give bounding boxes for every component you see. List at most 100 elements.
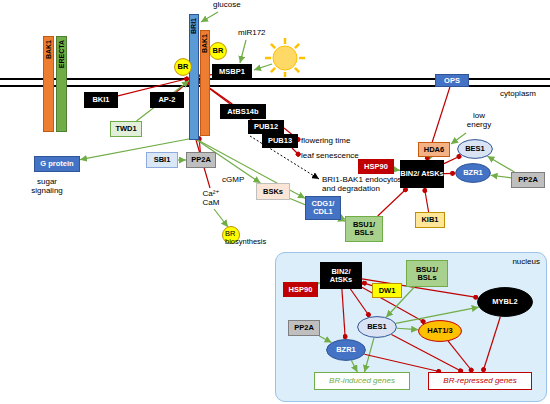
activation-arrow xyxy=(319,336,331,342)
sun-ray xyxy=(284,38,287,44)
inhibition-line xyxy=(444,173,455,174)
protein-ellipse: BZR1 xyxy=(455,163,491,183)
node-label: BR-induced genes xyxy=(329,377,395,385)
protein-ellipse: HAT1/3 xyxy=(418,320,462,342)
gene-box: BR-induced genes xyxy=(314,372,410,390)
activation-arrow xyxy=(136,81,189,121)
protein-box: MSBP1 xyxy=(212,64,252,80)
protein-box: BSU1/ BSLs xyxy=(345,216,383,242)
annotation-text: glucose xyxy=(213,1,253,10)
node-label: BSU1/ BSLs xyxy=(346,221,382,237)
node-label: PP2A xyxy=(191,156,211,164)
node-label: BAK1 xyxy=(201,34,208,53)
inhibition-line xyxy=(364,354,441,372)
node-label: BIN2/ AtSKs xyxy=(320,268,362,284)
protein-box: TWD1 xyxy=(110,121,142,137)
protein-box: BSU1/ BSLs xyxy=(406,260,448,287)
protein-box: PP2A xyxy=(186,152,216,168)
protein-box: CDG1/ CDL1 xyxy=(305,196,341,220)
activation-arrow xyxy=(487,156,514,172)
inhibition-line xyxy=(448,341,473,372)
sun-ray xyxy=(295,44,299,48)
annotation-text: BRI1-BAK1 endocytosis and degradation xyxy=(322,176,414,194)
protein-box: KIB1 xyxy=(415,212,445,228)
node-label: BSKs xyxy=(263,188,283,196)
sun-ray xyxy=(299,57,305,60)
nucleus-fill xyxy=(275,252,547,402)
leader-line xyxy=(254,64,272,70)
annotation-text: leaf senescence xyxy=(301,152,371,161)
protein-box: PUB13 xyxy=(262,134,298,148)
node-label: HSP90 xyxy=(289,286,313,294)
protein-ellipse: BES1 xyxy=(457,139,493,159)
inhibition-line xyxy=(424,188,428,212)
activation-arrow xyxy=(397,328,418,329)
activation-arrow xyxy=(178,159,186,160)
protein-box: PP2A xyxy=(511,172,545,188)
node-label: PUB12 xyxy=(254,123,278,131)
protein-box: HSP90 xyxy=(358,159,394,174)
node-label: BES1 xyxy=(465,145,485,153)
inhibition-line xyxy=(199,136,200,152)
node-label: DW1 xyxy=(379,287,396,295)
sun-ray xyxy=(284,72,287,77)
node-label: BSU1/ BSLs xyxy=(407,266,447,282)
annotation-text: cGMP xyxy=(222,176,248,185)
node-label: KIB1 xyxy=(421,216,438,224)
annotation-text: miR172 xyxy=(238,29,278,38)
protein-box: HSP90 xyxy=(283,282,318,297)
ellipse-shape xyxy=(458,140,493,159)
ligand-circle: BR xyxy=(174,58,192,76)
ellipse-shape xyxy=(419,321,462,342)
protein-ellipse: MYBL2 xyxy=(477,287,533,317)
node-label: HSP90 xyxy=(364,163,388,171)
ellipse-shape xyxy=(327,340,366,361)
node-label: PP2A xyxy=(294,324,314,332)
annotation-text: flowering time xyxy=(301,137,371,146)
inhibition-line xyxy=(391,335,462,372)
node-label: BR xyxy=(213,47,224,55)
node-label: AtBS14b xyxy=(227,108,258,116)
node-label: PP2A xyxy=(518,176,538,184)
inhibition-line xyxy=(342,289,345,339)
node-label: BIN2/ AtSKs xyxy=(400,170,443,178)
leader-line xyxy=(214,209,228,227)
receptor-bar: BAK1 xyxy=(200,30,210,136)
annotation-text: cytoplasm xyxy=(500,90,548,99)
node-label: BES1 xyxy=(367,323,387,331)
node-label: HAT1/3 xyxy=(427,327,452,335)
node-label: TWD1 xyxy=(115,125,136,133)
ellipse-shape xyxy=(210,43,227,60)
node-label: BKI1 xyxy=(92,96,109,104)
sun-ray xyxy=(271,68,275,72)
protein-box: AP-2 xyxy=(150,92,184,108)
inhibition-line xyxy=(378,188,408,216)
node-label: PUB13 xyxy=(268,137,292,145)
protein-ellipse: BES1 xyxy=(357,316,397,338)
gene-box: BR-repressed genes xyxy=(428,372,532,390)
sun-ray xyxy=(271,44,275,48)
node-label: G protein xyxy=(40,160,73,168)
compartment-label: nucleus xyxy=(512,258,540,266)
annotation-text: low energy xyxy=(462,112,496,130)
leader-line xyxy=(292,148,300,156)
node-label: BR biosynthesis xyxy=(225,230,276,246)
activation-arrow xyxy=(491,175,511,178)
receptor-bar: BAK1 xyxy=(43,36,54,132)
protein-box: PUB12 xyxy=(248,120,284,134)
protein-box: PP2A xyxy=(288,320,320,336)
node-label: MSBP1 xyxy=(219,68,245,76)
sun-disc xyxy=(273,46,297,70)
protein-ellipse: BZR1 xyxy=(326,339,366,361)
node-label: SBI1 xyxy=(154,156,171,164)
sun-symbol xyxy=(265,38,305,77)
protein-box: BSKs xyxy=(256,183,290,200)
node-label: ERECTA xyxy=(58,40,65,68)
inhibition-line xyxy=(362,282,372,285)
inhibition-line xyxy=(350,289,369,317)
node-label: MYBL2 xyxy=(492,298,517,306)
node-label: OPS xyxy=(444,77,460,85)
node-label: AP-2 xyxy=(158,96,175,104)
